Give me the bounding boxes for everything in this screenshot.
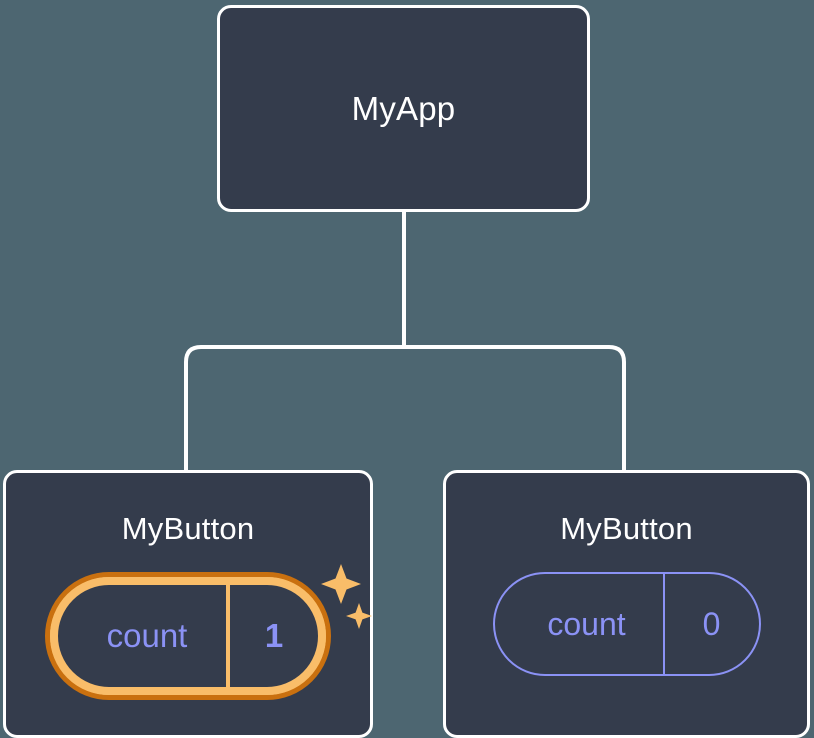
node-mybutton-left[interactable]: MyButton count 1 — [3, 470, 373, 738]
node-mybutton-right[interactable]: MyButton count 0 — [443, 470, 810, 738]
node-mybutton-right-label: MyButton — [560, 511, 693, 546]
node-myapp-label: MyApp — [351, 90, 456, 127]
sparkle-small-icon — [346, 603, 372, 629]
state-pill-right-wrapper: count 0 — [492, 572, 761, 676]
state-pill-left-highlight-ring: count 1 — [45, 572, 331, 700]
sparkle-large-icon — [321, 564, 361, 604]
connector-branch-bar — [184, 345, 626, 470]
state-pill-right[interactable]: count 0 — [492, 572, 761, 676]
state-pill-left[interactable]: count 1 — [50, 577, 326, 695]
state-pill-left-key: count — [58, 585, 230, 687]
state-pill-right-value: 0 — [702, 605, 721, 642]
node-mybutton-left-label: MyButton — [121, 511, 255, 546]
node-myapp[interactable]: MyApp — [217, 5, 590, 212]
state-pill-left-wrapper: count 1 — [45, 564, 372, 700]
state-pill-right-key: count — [495, 574, 665, 674]
state-pill-left-value: 1 — [264, 617, 284, 654]
